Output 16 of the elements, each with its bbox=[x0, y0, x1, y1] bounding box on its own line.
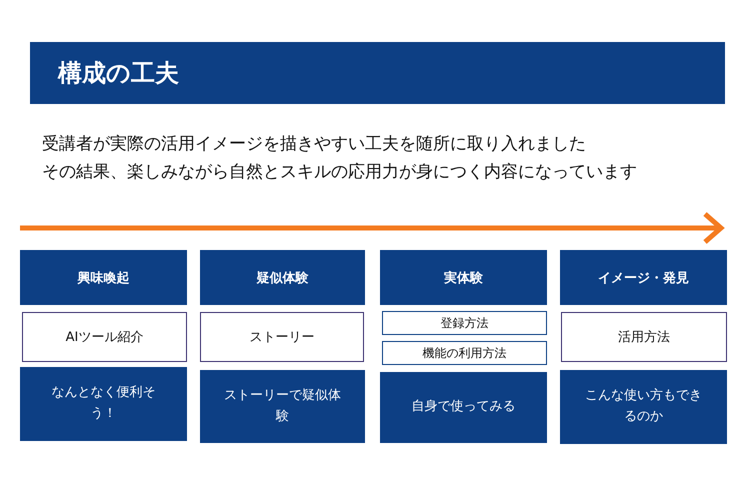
result-box: ストーリーで疑似体験 bbox=[200, 370, 365, 443]
topic-box: 登録方法 bbox=[382, 311, 547, 335]
description-text: 受講者が実際の活用イメージを描きやすい工夫を随所に取り入れました bbox=[42, 133, 586, 155]
title-banner: 構成の工夫 bbox=[30, 42, 725, 104]
stage-header: イメージ・発見 bbox=[560, 250, 727, 305]
result-box: こんな使い方もできるのか bbox=[560, 370, 727, 444]
description-text: その結果、楽しみながら自然とスキルの応用力が身につく内容になっています bbox=[42, 161, 637, 183]
stage-header: 疑似体験 bbox=[200, 250, 365, 305]
topic-box: 機能の利用方法 bbox=[382, 341, 547, 365]
topic-box: AIツール紹介 bbox=[22, 312, 187, 362]
topic-box: 活用方法 bbox=[561, 312, 727, 362]
stage-header: 興味喚起 bbox=[20, 250, 187, 305]
stage-header: 実体験 bbox=[380, 250, 547, 305]
topic-box: ストーリー bbox=[200, 312, 364, 362]
result-box: 自身で使ってみる bbox=[380, 372, 547, 443]
result-box: なんとなく便利そう！ bbox=[20, 367, 187, 441]
